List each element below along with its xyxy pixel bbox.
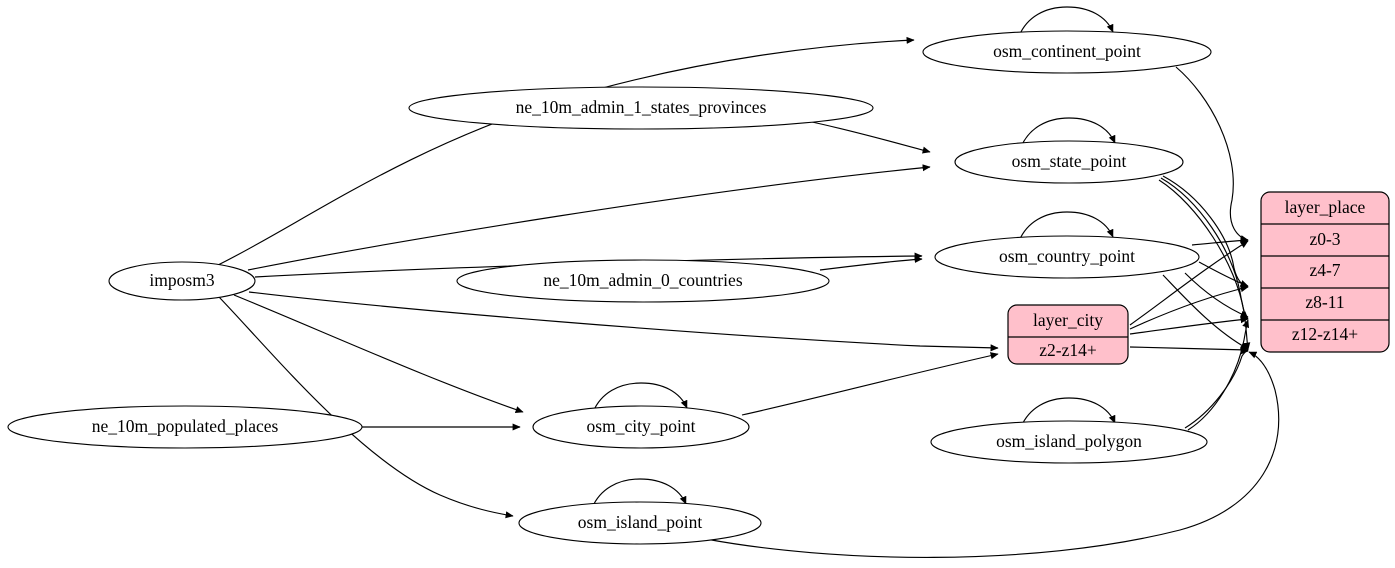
edge-imposm3-osm_island_point bbox=[218, 296, 514, 519]
node-label: ne_10m_admin_0_countries bbox=[543, 270, 742, 290]
self-loop-osm_country_point bbox=[1018, 211, 1114, 242]
layer_place-row-z8-11[interactable]: z8-11 bbox=[1305, 292, 1344, 312]
edge-ne_countries-osm_country_point bbox=[819, 255, 923, 271]
node-label: osm_island_polygon bbox=[996, 431, 1142, 451]
edge-city-place-z4 bbox=[1129, 285, 1249, 330]
layer_city-row-z2-z14[interactable]: z2-z14+ bbox=[1039, 340, 1097, 360]
node-shape[interactable] bbox=[922, 30, 1212, 74]
edge-island_polygon-place-z12 bbox=[1184, 347, 1249, 429]
node-ne_10m_admin_1_states_provinces[interactable]: ne_10m_admin_1_states_provinces bbox=[408, 86, 874, 130]
node-layer_place[interactable]: layer_place z0-3 z4-7 z8-11 z12-z14+ bbox=[1260, 191, 1390, 353]
self-loop-osm_continent_point bbox=[1018, 6, 1114, 37]
node-shape[interactable] bbox=[408, 86, 874, 130]
node-layer_city[interactable]: layer_city z2-z14+ bbox=[1007, 304, 1129, 365]
self-loop-osm_state_point bbox=[1020, 117, 1116, 148]
node-shape[interactable] bbox=[7, 405, 363, 449]
edge-osm_city_point-layer_city bbox=[741, 352, 999, 416]
layer_city-header: layer_city bbox=[1033, 310, 1103, 330]
self-loop-osm_island_point bbox=[591, 478, 687, 509]
edge-imposm3-osm_state_point bbox=[247, 164, 931, 271]
edge-state-place-z12 bbox=[1158, 179, 1251, 351]
edge-city-place-z12 bbox=[1129, 346, 1249, 354]
edge-country-place-z0 bbox=[1191, 236, 1249, 246]
edge-continent-place-z0 bbox=[1175, 66, 1249, 243]
self-loop-osm_island_polygon bbox=[1020, 397, 1116, 428]
edge-city-place-z8 bbox=[1129, 316, 1249, 335]
node-label: osm_continent_point bbox=[993, 41, 1141, 61]
node-ne_10m_populated_places[interactable]: ne_10m_populated_places bbox=[7, 405, 363, 449]
node-label: osm_country_point bbox=[999, 246, 1135, 266]
edge-country-place-z8 bbox=[1184, 272, 1249, 318]
record-node-layer: layer_place z0-3 z4-7 z8-11 z12-z14+ lay… bbox=[1007, 191, 1390, 365]
edge-country-place-z12 bbox=[1162, 274, 1249, 350]
self-loop-osm_city_point bbox=[592, 382, 688, 413]
edge-city-place-z0 bbox=[1129, 240, 1249, 326]
node-shape[interactable] bbox=[456, 259, 830, 303]
layer_place-row-z4-7[interactable]: z4-7 bbox=[1309, 260, 1340, 280]
layer_place-row-z0-3[interactable]: z0-3 bbox=[1309, 229, 1340, 249]
node-osm_continent_point[interactable]: osm_continent_point bbox=[922, 30, 1212, 74]
edge-island_point-place-z12 bbox=[705, 351, 1280, 558]
node-osm_city_point[interactable]: osm_city_point bbox=[532, 405, 750, 449]
edge-layer bbox=[215, 36, 1280, 558]
node-label: osm_city_point bbox=[587, 416, 696, 436]
edge-country-place-z4 bbox=[1198, 261, 1249, 287]
node-shape[interactable] bbox=[934, 235, 1200, 279]
edge-island_polygon-place-z8 bbox=[1187, 319, 1250, 431]
node-shape[interactable] bbox=[518, 501, 762, 545]
node-imposm3[interactable]: imposm3 bbox=[108, 261, 256, 301]
layer_place-header: layer_place bbox=[1285, 197, 1366, 217]
self-loop-layer bbox=[591, 6, 1116, 509]
edge-imposm3-osm_continent_point bbox=[215, 36, 915, 267]
node-label: ne_10m_populated_places bbox=[92, 416, 279, 436]
node-osm_island_point[interactable]: osm_island_point bbox=[518, 501, 762, 545]
layer_place-row-z12-z14[interactable]: z12-z14+ bbox=[1292, 324, 1358, 344]
node-osm_island_polygon[interactable]: osm_island_polygon bbox=[930, 420, 1208, 464]
node-osm_country_point[interactable]: osm_country_point bbox=[934, 235, 1200, 279]
node-osm_state_point[interactable]: osm_state_point bbox=[954, 140, 1184, 184]
edge-imposm3-osm_city_point bbox=[233, 294, 524, 413]
edge-ne_states-osm_state_point bbox=[811, 121, 931, 154]
node-shape[interactable] bbox=[108, 261, 256, 301]
node-label: imposm3 bbox=[149, 270, 214, 290]
ellipse-node-layer: imposm3 ne_10m_populated_places ne_10m_a… bbox=[7, 30, 1212, 545]
node-shape[interactable] bbox=[954, 140, 1184, 184]
node-label: osm_island_point bbox=[578, 512, 703, 532]
node-shape[interactable] bbox=[532, 405, 750, 449]
node-ne_10m_admin_0_countries[interactable]: ne_10m_admin_0_countries bbox=[456, 259, 830, 303]
node-label: osm_state_point bbox=[1012, 151, 1127, 171]
layer_city-box[interactable] bbox=[1007, 304, 1129, 365]
layer_place-box[interactable] bbox=[1260, 191, 1390, 353]
node-shape[interactable] bbox=[930, 420, 1208, 464]
node-label: ne_10m_admin_1_states_provinces bbox=[516, 97, 767, 117]
edge-imposm3-layer_city bbox=[248, 291, 999, 352]
